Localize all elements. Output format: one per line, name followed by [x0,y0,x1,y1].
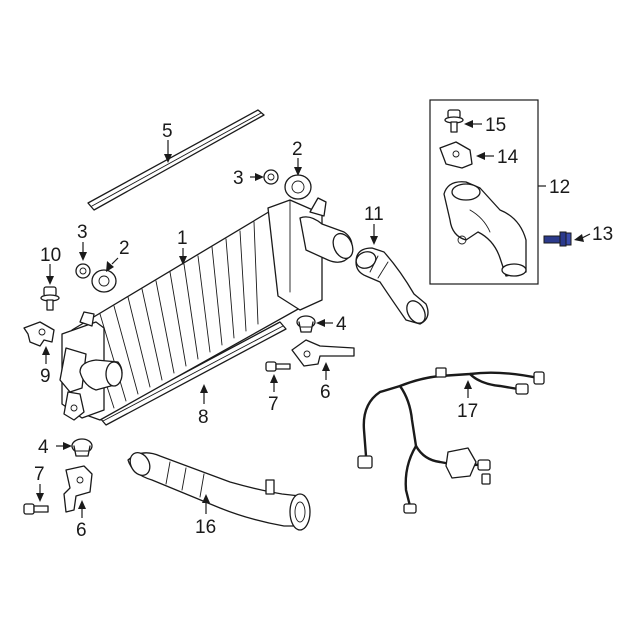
callout-8: 8 [198,407,209,428]
callout-5: 5 [162,121,173,142]
grommet-upper [263,169,279,185]
callout-2-left: 2 [119,238,130,259]
air-housing-12 [443,181,527,277]
bracket-right [291,339,355,367]
callout-4-lower: 4 [38,437,49,458]
callout-4-right: 4 [336,314,347,335]
callout-10: 10 [40,245,61,266]
bolt-lower-left [23,503,49,515]
callout-labels: 5 2 3 1 3 2 10 9 11 4 6 7 8 4 7 6 16 17 … [34,115,613,541]
isolator-left [91,269,117,293]
callout-14: 14 [497,147,519,168]
clip-lower-left [71,438,93,457]
callout-16: 16 [195,517,216,538]
callout-6-right: 6 [320,382,331,403]
assembly-12-frame [429,99,539,285]
seal-strip-upper [87,109,265,211]
callout-1: 1 [177,228,188,249]
callout-15: 15 [485,115,506,136]
air-duct-lower [127,452,311,531]
seal-strip-lower [99,321,287,426]
callout-11: 11 [364,204,384,225]
clip-right [296,315,316,333]
air-duct-upper [355,247,429,325]
bracket-left-upper [23,321,55,347]
callout-2-upper: 2 [292,139,303,160]
bolt-13-highlighted [543,231,572,247]
isolator-upper [284,174,312,200]
callout-3-left: 3 [77,222,88,243]
wiring-harness [357,367,545,514]
grommet-left [75,263,91,279]
callout-7-right: 7 [268,394,279,415]
bolt-right [265,361,291,372]
callout-17: 17 [457,401,478,422]
leader-lines [36,120,591,518]
callout-7-lower: 7 [34,464,45,485]
bolt-upper-left [40,286,60,311]
callout-13: 13 [592,224,613,245]
callout-12: 12 [549,177,570,198]
intercooler [59,197,354,421]
bolt-15 [444,109,464,133]
callout-3-upper: 3 [233,168,244,189]
bracket-lower-left [63,465,93,513]
callout-6-lower: 6 [76,520,87,541]
callout-9: 9 [40,366,51,387]
bracket-14 [439,141,473,169]
